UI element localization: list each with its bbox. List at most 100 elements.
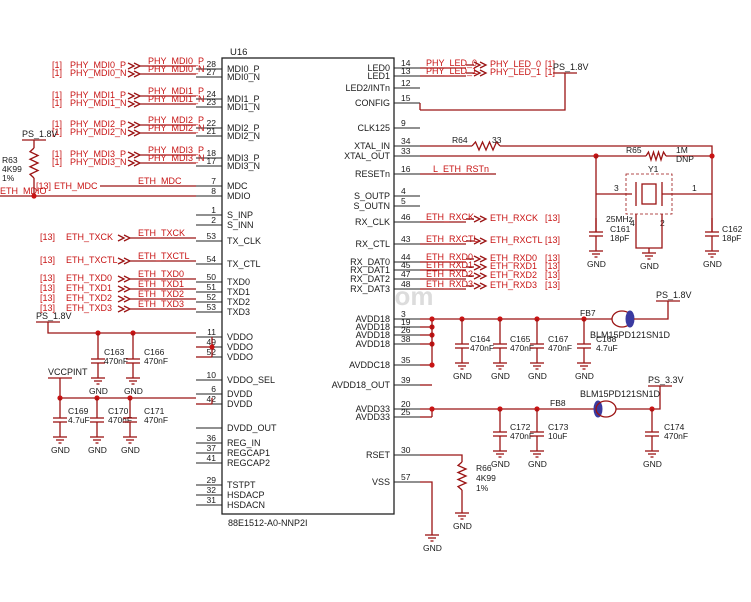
pin-name: RX_DAT2 xyxy=(350,274,390,284)
pin-name: MDI2_N xyxy=(227,131,260,141)
pin-number: 24 xyxy=(207,89,217,99)
cap-value: 470nF xyxy=(144,356,168,366)
sheet-ref: [13] xyxy=(545,280,560,290)
net-arrow xyxy=(479,263,488,271)
pin-name: RX_DAT3 xyxy=(350,284,390,294)
pin-name: RX_DAT0 xyxy=(350,257,390,267)
wire xyxy=(420,481,433,530)
sheet-ref: [13] xyxy=(40,303,55,313)
pin-number: 51 xyxy=(207,282,217,292)
r65-refdes: R65 xyxy=(626,145,642,155)
pin-number: 14 xyxy=(401,58,411,68)
gnd-label: GND xyxy=(453,521,472,531)
sheet-refs: [1][1][1][1][1][1][1][1][13][13][13][13]… xyxy=(36,59,560,313)
power-label-ps18-top: PS_1.8V xyxy=(553,62,589,72)
pin-name: TXD2 xyxy=(227,297,250,307)
sheet-ref: [1] xyxy=(52,157,62,167)
net-label-outer: PHY_MDI1_P xyxy=(70,90,126,100)
junction-dot xyxy=(31,193,37,199)
pin-number: 39 xyxy=(401,375,411,385)
net-label-inner: ETH_RXCTL xyxy=(426,234,479,244)
net-label-inner: PHY_MDI3_N xyxy=(148,153,205,163)
pin-name: MDI1_N xyxy=(227,102,260,112)
pin-number: 50 xyxy=(207,272,217,282)
pin-number: 17 xyxy=(207,156,217,166)
pin-name: MDI2_P xyxy=(227,123,260,133)
net-label-inner: ETH_TXCTL xyxy=(138,251,190,261)
r64-refdes: R64 xyxy=(452,135,468,145)
pin-name: HSDACN xyxy=(227,500,265,510)
net-label-outer: ETH_TXD1 xyxy=(66,283,112,293)
gnd-label: GND xyxy=(640,261,659,271)
sheet-ref: [1] xyxy=(545,67,555,77)
pin-number: 37 xyxy=(207,443,217,453)
r63-refdes: R63 xyxy=(2,155,18,165)
sheet-ref: [13] xyxy=(545,235,560,245)
pin-name: LED0 xyxy=(367,63,390,73)
cap-value: 470nF xyxy=(470,343,494,353)
sheet-ref: [1] xyxy=(52,98,62,108)
r63-value: 4K99 xyxy=(2,164,22,174)
ferrite-fb7-end xyxy=(625,310,635,328)
pin-name: S_OUTN xyxy=(353,201,390,211)
net-arrow xyxy=(479,282,488,290)
net-arrow xyxy=(117,234,126,242)
wire xyxy=(635,214,663,249)
pin-number: 45 xyxy=(401,260,411,270)
pin-name: MDI1_P xyxy=(227,94,260,104)
junction-dot xyxy=(429,406,435,412)
net-arrow xyxy=(117,275,126,283)
power-label-vccpint: VCCPINT xyxy=(48,367,88,377)
crystal-refdes: Y1 xyxy=(648,164,659,174)
gnd-label: GND xyxy=(528,459,547,469)
pin-number: 47 xyxy=(401,269,411,279)
net-arrow xyxy=(479,61,488,69)
pin-name: LED1 xyxy=(367,71,390,81)
pin-number: 1 xyxy=(211,205,216,215)
net-arrow xyxy=(473,263,482,271)
cap-refdes: C164 xyxy=(470,334,491,344)
net-label-outer: ETH_RXD1 xyxy=(490,261,537,271)
pin-name: AVDD18 xyxy=(356,314,390,324)
net-label-outer: PHY_LED_0 xyxy=(490,59,541,69)
pin-name: VDDO xyxy=(227,332,253,342)
sheet-ref: [13] xyxy=(40,273,55,283)
net-label-inner: ETH_RXD1 xyxy=(426,260,473,270)
pin-name: AVDD33 xyxy=(356,404,390,414)
gnd-label: GND xyxy=(643,459,662,469)
sheet-ref: [13] xyxy=(40,293,55,303)
pin-name: RSET xyxy=(366,450,391,460)
junction-dot xyxy=(429,362,435,368)
net-label-outer: ETH_RXCTL xyxy=(490,235,543,245)
resistor-body xyxy=(456,461,468,491)
cap-value: 18pF xyxy=(610,233,629,243)
pin-number: 22 xyxy=(207,118,217,128)
cap-refdes: C174 xyxy=(664,422,685,432)
net-arrow xyxy=(479,272,488,280)
net-label-inner: PHY_MDI3_P xyxy=(148,145,204,155)
pin-name: RX_CLK xyxy=(355,217,390,227)
pin-number: 15 xyxy=(401,93,411,103)
cap-value: 4.7uF xyxy=(596,343,618,353)
cap-value: 18pF xyxy=(722,233,741,243)
gnd-label: GND xyxy=(89,386,108,396)
wire xyxy=(420,73,566,111)
pin-name: AVDD18 xyxy=(356,330,390,340)
junction-dot xyxy=(709,153,715,159)
chip-u16-body xyxy=(221,57,395,515)
cap-value: 470nF xyxy=(144,415,168,425)
sheet-ref: [13] xyxy=(545,261,560,271)
pin-number: 44 xyxy=(401,252,411,262)
net-label-outer: ETH_TXCTL xyxy=(66,255,118,265)
pin-number: 2 xyxy=(211,215,216,225)
cap-refdes: C168 xyxy=(596,334,617,344)
gnd-label: GND xyxy=(703,259,722,269)
components: PS_1.8VPS_1.8VPS_1.8VVCCPINTPS_1.8VPS_3.… xyxy=(2,62,743,553)
net-arrow xyxy=(127,151,136,159)
net-arrow xyxy=(473,282,482,290)
ferrite-fb8-end xyxy=(593,400,603,418)
net-label-inner: ETH_RXD3 xyxy=(426,279,473,289)
pin-number: 3 xyxy=(401,309,406,319)
r65-dnp: DNP xyxy=(676,154,694,164)
sheet-ref: [1] xyxy=(52,90,62,100)
